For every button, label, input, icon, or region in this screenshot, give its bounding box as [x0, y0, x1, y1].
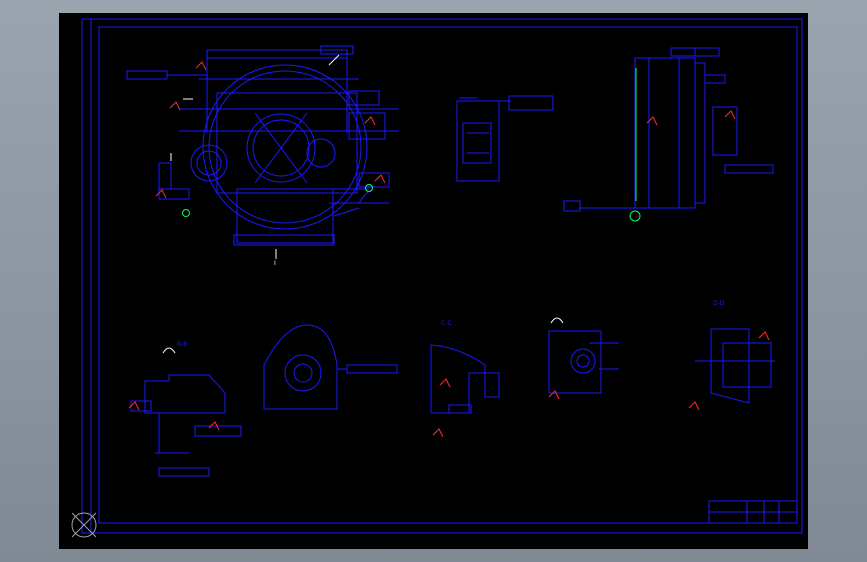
cad-drawing-canvas[interactable]: I B-B C-C D-D: [59, 13, 808, 549]
main-view-label: I: [274, 260, 276, 267]
red-marks: [128, 61, 770, 438]
block-view-center: [263, 324, 398, 410]
main-view: [126, 45, 399, 246]
section-c-label: C-C: [441, 320, 452, 327]
ucs-cross-icon: [71, 512, 97, 538]
white-marks: [162, 54, 564, 354]
section-b-view: [130, 374, 242, 477]
inner-frame: [98, 26, 798, 524]
detail-view-top: [456, 95, 554, 182]
section-d-view: [695, 328, 775, 404]
outer-frame: [81, 18, 803, 534]
title-block: [708, 500, 798, 524]
block-view-right: [548, 330, 619, 394]
side-view-right: [563, 47, 774, 212]
section-b-label: B-B: [177, 341, 187, 348]
section-d-label: D-D: [713, 300, 725, 307]
section-c-view: [430, 344, 500, 414]
green-marks: [182, 68, 641, 222]
drawing-viewport[interactable]: I B-B C-C D-D: [59, 13, 808, 549]
